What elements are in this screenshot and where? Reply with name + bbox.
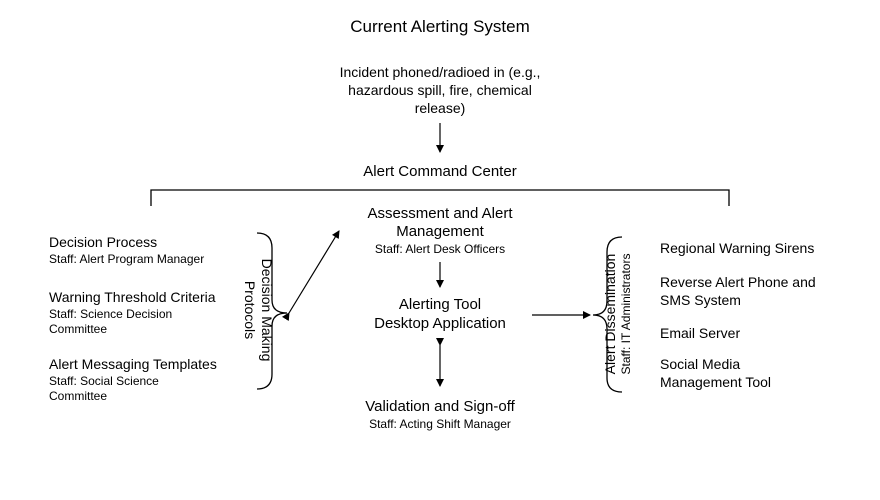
protocol-item-title: Decision Process bbox=[49, 234, 158, 250]
alerting-tool-line1: Alerting Tool bbox=[398, 296, 482, 313]
decision-protocols-label-line2: Protocols bbox=[242, 280, 259, 340]
protocol-item-staff: Staff: Science Decision bbox=[49, 306, 173, 321]
assessment-title-line1: Assessment and Alert bbox=[367, 205, 513, 222]
protocol-item-title: Alert Messaging Templates bbox=[49, 356, 217, 372]
protocol-item-decision-process: Decision Process Staff: Alert Program Ma… bbox=[49, 234, 204, 267]
assessment-title-line2: Management bbox=[396, 223, 484, 240]
protocol-item-warning-threshold: Warning Threshold Criteria Staff: Scienc… bbox=[49, 289, 216, 337]
incident-text-line2: hazardous spill, fire, chemical bbox=[348, 82, 532, 98]
diagram-title: Current Alerting System bbox=[350, 17, 530, 36]
protocol-item-staff-cont: Committee bbox=[49, 388, 108, 403]
dissemination-item-sirens: Regional Warning Sirens bbox=[660, 240, 814, 258]
dissemination-item-email: Email Server bbox=[660, 325, 740, 343]
decision-protocols-brace bbox=[256, 232, 288, 390]
dissemination-brace bbox=[592, 236, 623, 393]
protocol-item-staff: Staff: Social Science bbox=[49, 373, 159, 388]
dissemination-label: Alert Dissemination Staff: IT Administra… bbox=[602, 239, 640, 389]
alerting-tool-line2: Desktop Application bbox=[374, 315, 506, 332]
decision-protocols-label: Decision Making Protocols bbox=[235, 240, 275, 380]
command-center-bracket bbox=[150, 189, 730, 206]
dissemination-item-reverse-alert: Reverse Alert Phone and SMS System bbox=[660, 274, 816, 309]
dissemination-item-line1: Social Media bbox=[660, 356, 741, 372]
validation-staff: Staff: Acting Shift Manager bbox=[369, 417, 511, 431]
dissemination-label-line1: Alert Dissemination bbox=[602, 253, 618, 375]
dissemination-item-line1: Email Server bbox=[660, 325, 741, 341]
protocol-item-messaging-templates: Alert Messaging Templates Staff: Social … bbox=[49, 356, 217, 404]
dissemination-item-line1: Regional Warning Sirens bbox=[660, 240, 815, 256]
dissemination-item-line1: Reverse Alert Phone and bbox=[660, 274, 816, 290]
dissemination-label-line2: Staff: IT Administrators bbox=[618, 253, 633, 375]
assessment-staff: Staff: Alert Desk Officers bbox=[374, 242, 506, 256]
dissemination-item-line2: Management Tool bbox=[660, 373, 772, 390]
incident-text-line3: release) bbox=[414, 100, 466, 116]
dissemination-item-line2: SMS System bbox=[660, 291, 741, 308]
decision-protocols-label-line1: Decision Making bbox=[259, 258, 275, 362]
dissemination-item-social-media: Social Media Management Tool bbox=[660, 356, 771, 391]
protocol-item-title: Warning Threshold Criteria bbox=[49, 289, 216, 305]
protocol-item-staff: Staff: Alert Program Manager bbox=[49, 251, 205, 266]
protocol-item-staff-cont: Committee bbox=[49, 321, 108, 336]
validation-title: Validation and Sign-off bbox=[365, 398, 515, 415]
command-center-label: Alert Command Center bbox=[363, 163, 517, 180]
incident-text-line1: Incident phoned/radioed in (e.g., bbox=[339, 64, 541, 80]
arrow-protocols-assessment bbox=[281, 230, 340, 322]
